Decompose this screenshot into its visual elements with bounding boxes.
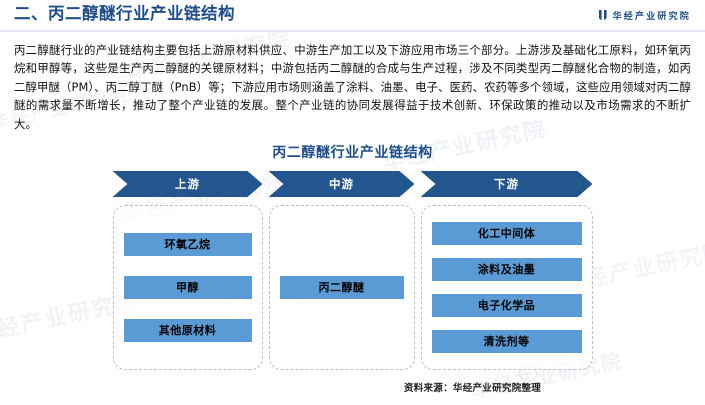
stage-banner-upstream: 上游 — [113, 171, 263, 197]
stage-group-downstream: 化工中间体 涂料及油墨 电子化学品 清洗剂等 — [420, 205, 593, 371]
stage-banner-row: 上游 中游 下游 — [113, 171, 593, 197]
stage-group-midstream: 丙二醇醚 — [268, 205, 415, 371]
bookmark-icon — [598, 9, 608, 21]
stage-banner-downstream: 下游 — [421, 171, 593, 197]
stage-item: 化工中间体 — [431, 222, 582, 246]
brand-name: 华经产业研究院 — [612, 11, 691, 22]
stage-item: 清洗剂等 — [431, 330, 582, 354]
stage-item: 环氧乙烷 — [123, 233, 252, 257]
stage-content-row: 环氧乙烷 甲醇 其他原材料 丙二醇醚 化工中间体 涂料及油墨 电子化学品 清洗剂… — [112, 205, 593, 371]
stage-item: 其他原材料 — [123, 319, 252, 343]
stage-item: 电子化学品 — [431, 294, 582, 318]
value-chain-diagram: 上游 中游 下游 环氧乙烷 甲醇 其他原材料 丙二醇醚 化工中间体 涂料及油墨 … — [112, 171, 593, 371]
stage-item: 丙二醇醚 — [279, 276, 404, 300]
body-paragraph: 丙二醇醚行业的产业链结构主要包括上游原材料供应、中游生产加工以及下游应用市场三个… — [14, 43, 691, 131]
stage-item: 甲醇 — [123, 276, 252, 300]
page-title: 二、丙二醇醚行业产业链结构 — [14, 3, 235, 23]
diagram-title: 丙二醇醚行业产业链结构 — [272, 145, 433, 162]
brand-logo: 华经产业研究院 — [598, 9, 691, 22]
stage-item: 涂料及油墨 — [431, 258, 582, 282]
stage-banner-midstream: 中游 — [269, 171, 415, 197]
page-header: 二、丙二醇醚行业产业链结构 华经产业研究院 — [0, 0, 705, 32]
source-note: 资料来源：华经产业研究院整理 — [403, 383, 542, 394]
stage-group-upstream: 环氧乙烷 甲醇 其他原材料 — [112, 205, 263, 371]
